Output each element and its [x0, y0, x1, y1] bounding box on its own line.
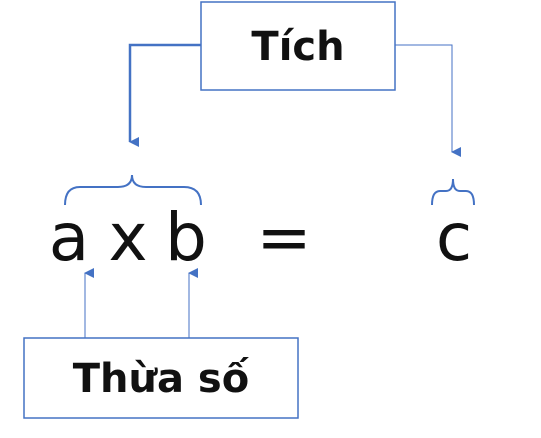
- factors-box-border: [23, 337, 299, 419]
- product-box-border: [200, 1, 396, 91]
- product-to-ab-arrow: [128, 43, 201, 147]
- factors-box: Thừa số: [23, 337, 299, 419]
- equals-sign: =: [256, 199, 311, 276]
- factor-b: b: [165, 199, 207, 276]
- product-label: Tích: [251, 24, 344, 70]
- factors-label: Thừa số: [73, 356, 250, 402]
- product-box: Tích: [200, 1, 396, 91]
- product-to-c-arrow: [395, 44, 461, 157]
- c-brace: [431, 178, 475, 206]
- product-c: c: [436, 199, 472, 276]
- formula: a x b = c: [49, 199, 472, 276]
- ab-brace: [64, 174, 202, 206]
- multiply-sign: x: [108, 199, 147, 276]
- factor-a: a: [49, 199, 89, 276]
